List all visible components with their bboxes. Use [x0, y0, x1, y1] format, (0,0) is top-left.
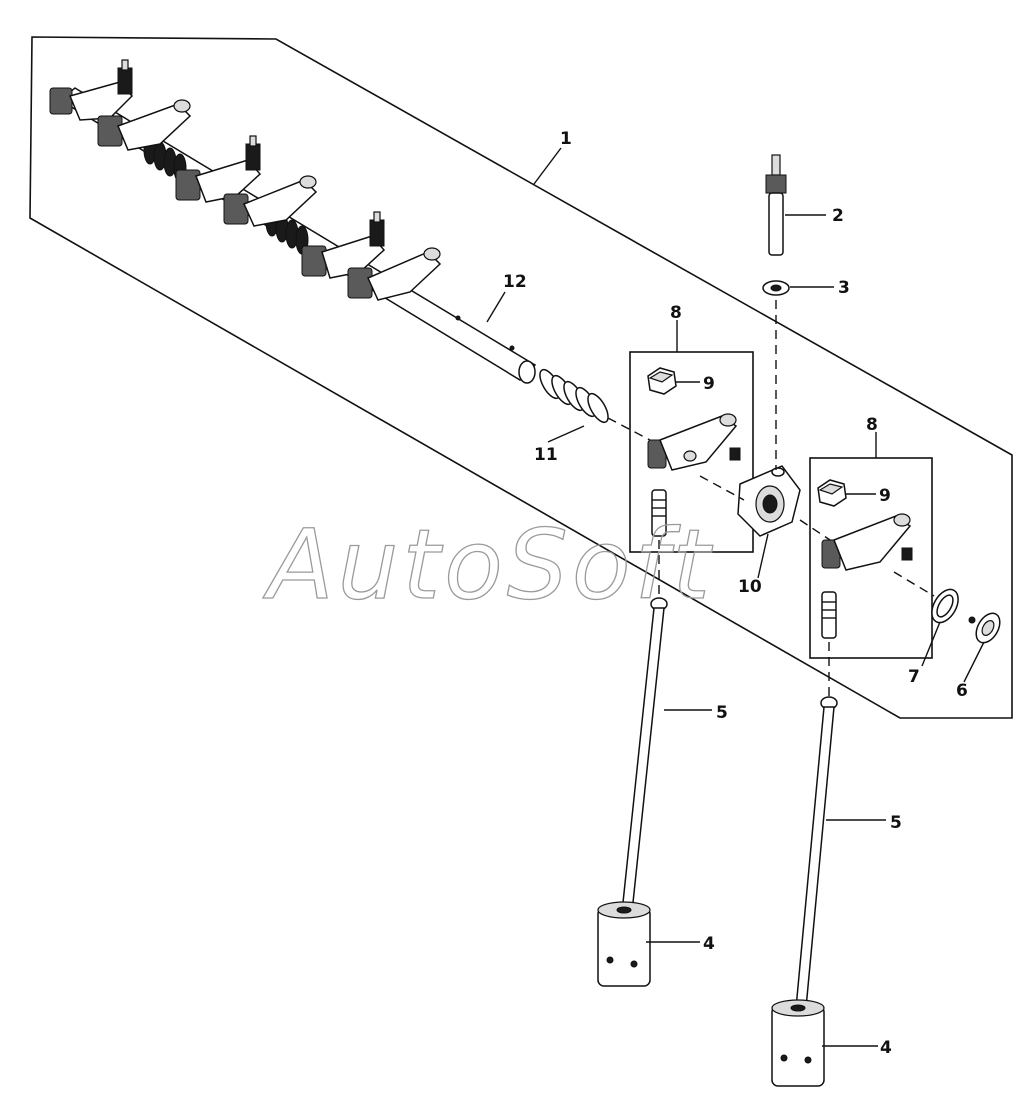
callout-10: 10	[738, 577, 762, 597]
watermark-text: AutoSoft	[262, 509, 714, 621]
callout-12: 12	[503, 272, 527, 292]
callout-labels: 1 2 3 12 8 9 8 9 11 10 7 6 5 5 4 4	[503, 129, 968, 1058]
assembly-dashed-lines	[607, 300, 935, 698]
adjusting-nut-item-9-left	[647, 367, 677, 395]
rocker-support-item-10	[737, 465, 801, 537]
callout-6: 6	[956, 681, 968, 701]
callout-4-left: 4	[703, 934, 715, 954]
rocker-shaft-assembly	[49, 59, 537, 384]
callout-7: 7	[908, 667, 920, 687]
adjusting-screw-left	[651, 489, 667, 537]
spacer-ring-item-7	[931, 588, 959, 624]
rocker-arm-d	[223, 175, 318, 227]
rocker-arm-f	[347, 247, 442, 301]
rocker-arm-b	[97, 99, 192, 151]
rocker-arm-a	[49, 59, 134, 121]
adjusting-nut-item-9-right	[817, 479, 847, 507]
tappet-left-item-4	[597, 901, 651, 987]
push-rod-right-item-5	[795, 696, 838, 1009]
stud-bolt-item-2	[765, 154, 787, 256]
end-washer-item-6	[968, 612, 1001, 644]
rocker-arm-c	[175, 135, 262, 203]
callout-8-right: 8	[866, 415, 878, 435]
callout-9-right: 9	[879, 486, 891, 506]
push-rod-left-item-5	[621, 597, 668, 913]
tappet-right-item-4	[771, 999, 825, 1087]
leader-lines	[486, 147, 985, 1047]
callout-3: 3	[838, 278, 850, 298]
subassembly-box-left	[629, 351, 754, 553]
right-subassembly-parts	[817, 479, 913, 639]
rocker-arm-e	[301, 211, 386, 279]
callout-8-left: 8	[670, 303, 682, 323]
callout-11: 11	[534, 445, 558, 465]
washer-item-3	[762, 280, 790, 296]
callout-5-right: 5	[890, 813, 902, 833]
shaft-spring-item-11	[539, 368, 609, 424]
rocker-arm-left	[647, 413, 741, 471]
callout-2: 2	[832, 206, 844, 226]
callout-4-right: 4	[880, 1038, 892, 1058]
rocker-arm-right	[821, 513, 913, 571]
callout-5-left: 5	[716, 703, 728, 723]
subassembly-box-right	[809, 457, 933, 659]
callout-9-left: 9	[703, 374, 715, 394]
assembly-boundary-outline	[29, 36, 1013, 719]
callout-1: 1	[560, 129, 572, 149]
left-subassembly-parts	[647, 367, 741, 537]
adjusting-screw-right	[821, 591, 837, 639]
